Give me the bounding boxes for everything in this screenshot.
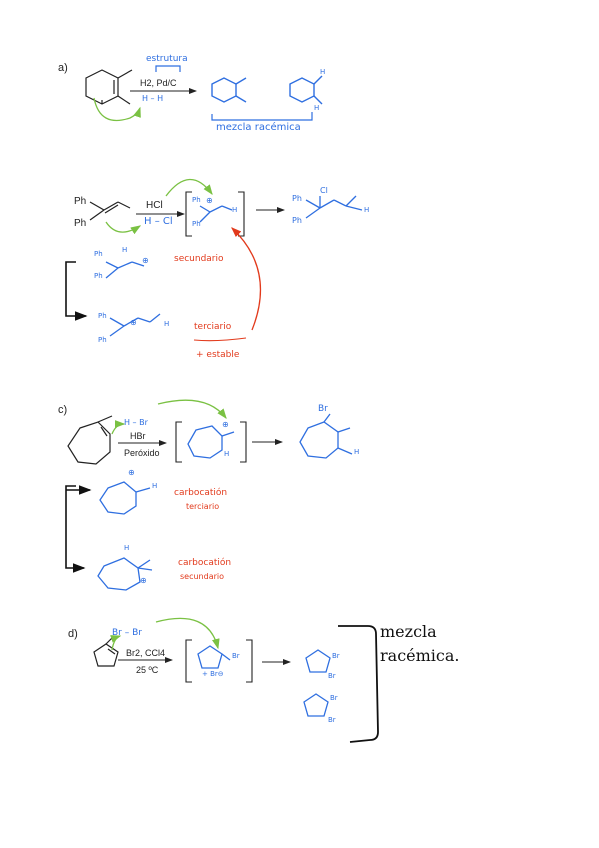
intermediate-c [187, 425, 235, 459]
bracket-left-c [175, 421, 182, 463]
conditions-hw-c: H – Br [124, 418, 148, 427]
h-int-b: H [232, 206, 238, 214]
red-underline-b [193, 337, 247, 342]
ph-prod-b1: Ph [292, 194, 302, 203]
reactant-c [67, 415, 113, 465]
label-d: d) [68, 628, 78, 640]
reactant-b [89, 201, 131, 221]
plus-sec-c: ⊕ [140, 576, 147, 585]
bracket-left-b [185, 191, 192, 237]
green-curved-arrow-a [93, 97, 141, 122]
note-hh-a: H – H [142, 94, 164, 103]
plus-sec-b: ⊕ [142, 256, 149, 265]
racemic-bracket-a [211, 112, 313, 121]
green-curved-arrow-b1 [105, 221, 142, 235]
bracket-left-d [185, 639, 192, 683]
note-racemic-d1: mezcla [380, 622, 437, 641]
br-prod-d1a: Br [332, 652, 340, 660]
note-secondary-c1: carbocatión [178, 558, 232, 568]
green-curved-arrow-c1 [111, 420, 126, 435]
carbocation-secondary-c [97, 557, 153, 591]
conditions-a: H2, Pd/C [140, 78, 177, 88]
br-int-d: Br [232, 652, 240, 660]
note-racemic-d2: racémica. [380, 646, 460, 665]
br-minus-d: + Br⊖ [202, 670, 224, 678]
note-tertiary-b: terciario [194, 322, 232, 332]
cl-prod-b: Cl [320, 186, 328, 195]
carbocation-tertiary-c [99, 481, 151, 515]
h-sec-c: H [124, 544, 130, 552]
ph-b1: Ph [74, 196, 87, 207]
ph-prod-b2: Ph [292, 216, 302, 225]
note-secondary-c2: secundario [180, 572, 225, 581]
ph-sec-b1: Ph [94, 250, 103, 258]
ph-int-b1: Ph [192, 196, 201, 204]
label-a: a) [58, 62, 68, 74]
conditions-d1: Br2, CCl4 [126, 648, 166, 658]
h-sec-b: H [122, 246, 128, 254]
conditions-b: HCl [146, 200, 163, 211]
green-curved-arrow-c2 [157, 399, 227, 420]
h-label-a1: H [320, 68, 326, 76]
conditions-c2: Peróxido [124, 448, 160, 458]
plus-ter-b: ⊕ [130, 318, 137, 327]
note-tertiary-c1: carbocatión [174, 488, 228, 498]
black-bracket-c [65, 485, 86, 573]
conditions-c1: HBr [130, 431, 146, 441]
h-ter-b: H [164, 320, 170, 328]
bracket-right-d [246, 639, 253, 683]
ph-sec-b2: Ph [94, 272, 103, 280]
br-prod-d1b: Br [328, 672, 336, 680]
ph-int-b2: Ph [192, 220, 201, 228]
conditions-hw-b: H – Cl [144, 216, 173, 227]
product-a2 [289, 75, 323, 105]
h-int-c: H [224, 450, 230, 458]
product-c [299, 413, 353, 459]
big-bracket-d [338, 625, 379, 743]
carbocation-tertiary-b [109, 313, 161, 337]
ph-ter-b2: Ph [98, 336, 107, 344]
note-top-a: estrutura [146, 54, 188, 64]
ph-ter-b1: Ph [98, 312, 107, 320]
product-d1 [305, 649, 331, 673]
br-prod-d2b: Br [328, 716, 336, 724]
bracket-right-c [240, 421, 247, 463]
h-ter-c: H [152, 482, 158, 490]
bracket-right-b [238, 191, 245, 237]
plus-int-b: ⊕ [206, 196, 213, 205]
plus-ter-c: ⊕ [128, 468, 135, 477]
note-secondary-b: secundario [174, 254, 224, 264]
h-label-a2: H [314, 104, 320, 112]
h-prod-c: H [354, 448, 360, 456]
black-bracket-b [65, 261, 88, 321]
h-prod-b: H [364, 206, 370, 214]
bracket-note-a [155, 65, 181, 72]
intermediate-d [197, 645, 231, 669]
green-curved-arrow-d1 [110, 635, 122, 651]
plus-int-c: ⊕ [222, 420, 229, 429]
ph-b2: Ph [74, 218, 87, 229]
intermediate-b [199, 205, 233, 223]
product-b [305, 195, 363, 219]
red-curved-arrow-b [231, 227, 262, 331]
product-d2 [303, 693, 329, 717]
green-curved-arrow-d2 [155, 617, 220, 650]
br-prod-d2a: Br [330, 694, 338, 702]
conditions-hw-d: Br – Br [112, 628, 142, 638]
product-a1 [211, 77, 247, 103]
carbocation-secondary-b [105, 261, 145, 279]
reactant-a [85, 69, 133, 105]
note-stable-b: + estable [196, 350, 240, 360]
label-c: c) [58, 404, 68, 416]
note-tertiary-c2: terciario [186, 502, 220, 511]
br-prod-c: Br [318, 404, 328, 414]
conditions-d2: 25 ºC [136, 665, 159, 675]
product-note-a: mezcla racémica [216, 122, 301, 133]
green-curved-arrow-b2 [165, 178, 213, 197]
